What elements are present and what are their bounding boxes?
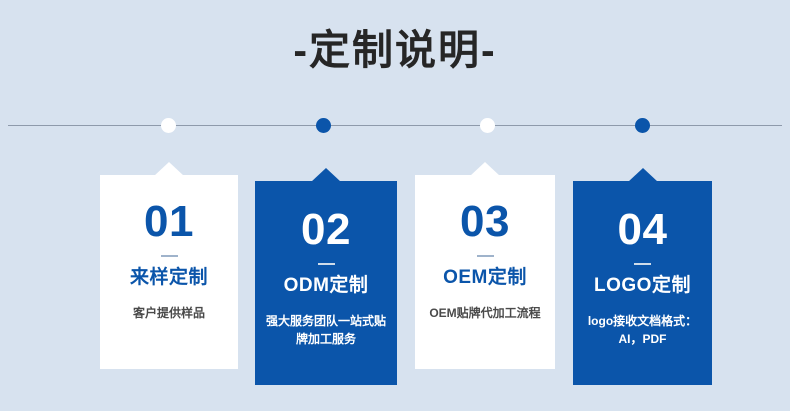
step-card-03[interactable]: 03 OEM定制 OEM贴牌代加工流程	[415, 162, 555, 369]
card-description: OEM贴牌代加工流程	[429, 306, 541, 320]
card-number: 02	[301, 205, 351, 254]
card-number: 03	[460, 197, 510, 246]
card-description: 强大服务团队一站式贴牌加工服务	[265, 314, 386, 346]
card-number: 01	[144, 197, 194, 246]
page-title: -定制说明-	[293, 27, 497, 73]
card-divider	[476, 255, 494, 257]
card-divider	[634, 263, 651, 265]
card-description: 客户提供样品	[132, 306, 205, 320]
card-title: 来样定制	[129, 267, 208, 288]
rail-dot-1	[161, 118, 176, 133]
rail-dot-4	[635, 118, 650, 133]
card-divider	[160, 255, 178, 257]
card-notch-icon	[154, 162, 184, 176]
card-title: OEM定制	[443, 267, 527, 288]
card-notch-icon	[470, 162, 500, 176]
card-notch-icon	[311, 168, 341, 182]
card-description: logo接收文档格式：AI，PDF	[587, 314, 698, 346]
step-card-04[interactable]: 04 LOGO定制 logo接收文档格式：AI，PDF	[573, 168, 712, 385]
rail-dot-2	[316, 118, 331, 133]
timeline-rail	[8, 125, 782, 126]
card-title: ODM定制	[283, 275, 369, 296]
rail-dot-3	[480, 118, 495, 133]
step-card-01[interactable]: 01 来样定制 客户提供样品	[100, 162, 238, 369]
card-number: 04	[617, 205, 668, 254]
card-notch-icon	[627, 168, 658, 182]
card-divider	[317, 263, 335, 265]
card-title: LOGO定制	[594, 275, 691, 296]
step-card-02[interactable]: 02 ODM定制 强大服务团队一站式贴牌加工服务	[255, 168, 397, 385]
